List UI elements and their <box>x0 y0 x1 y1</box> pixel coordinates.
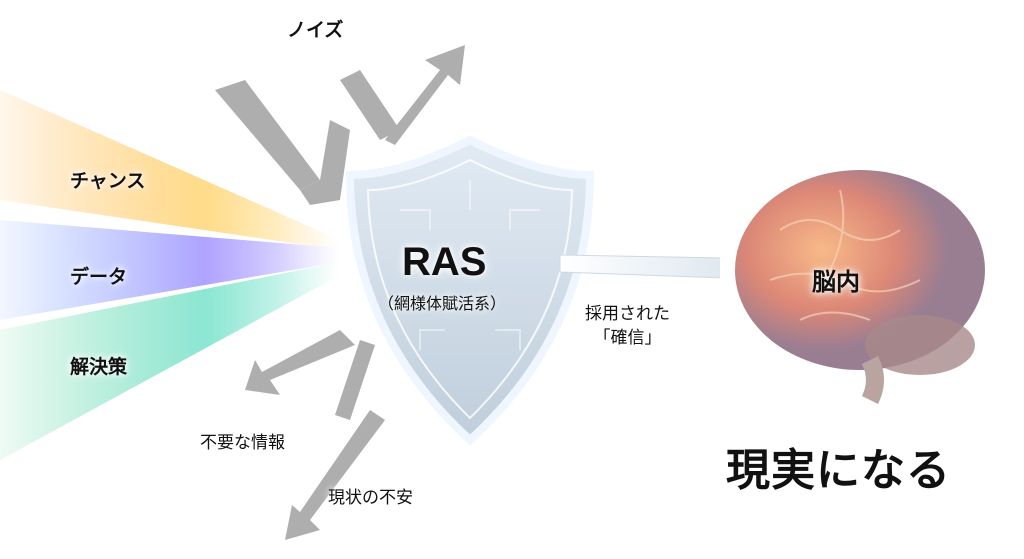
chance-label: チャンス <box>70 170 146 192</box>
ras-title: RAS <box>402 240 487 284</box>
adopted-line-2: 「確信」 <box>593 328 662 348</box>
adopted-conviction-label: 採用された 「確信」 <box>585 302 670 350</box>
noise-arrows <box>215 45 465 205</box>
brain-label: 脳内 <box>812 268 860 296</box>
ras-subtitle: （網様体賦活系） <box>378 294 507 313</box>
adopted-line-1: 採用された <box>585 304 670 324</box>
solution-label: 解決策 <box>70 356 128 378</box>
chance-beam <box>0 90 340 250</box>
solution-beam <box>0 262 340 460</box>
brain-icon <box>735 170 985 405</box>
shield-icon <box>345 135 595 446</box>
current-anxiety-label: 現状の不安 <box>328 488 413 508</box>
unnecessary-info-label: 不要な情報 <box>200 433 285 453</box>
noise-label: ノイズ <box>287 19 344 41</box>
rejected-arrows <box>245 330 385 540</box>
data-beam <box>0 220 340 320</box>
data-label: データ <box>70 266 128 288</box>
becomes-reality-heading: 現実になる <box>726 445 951 496</box>
